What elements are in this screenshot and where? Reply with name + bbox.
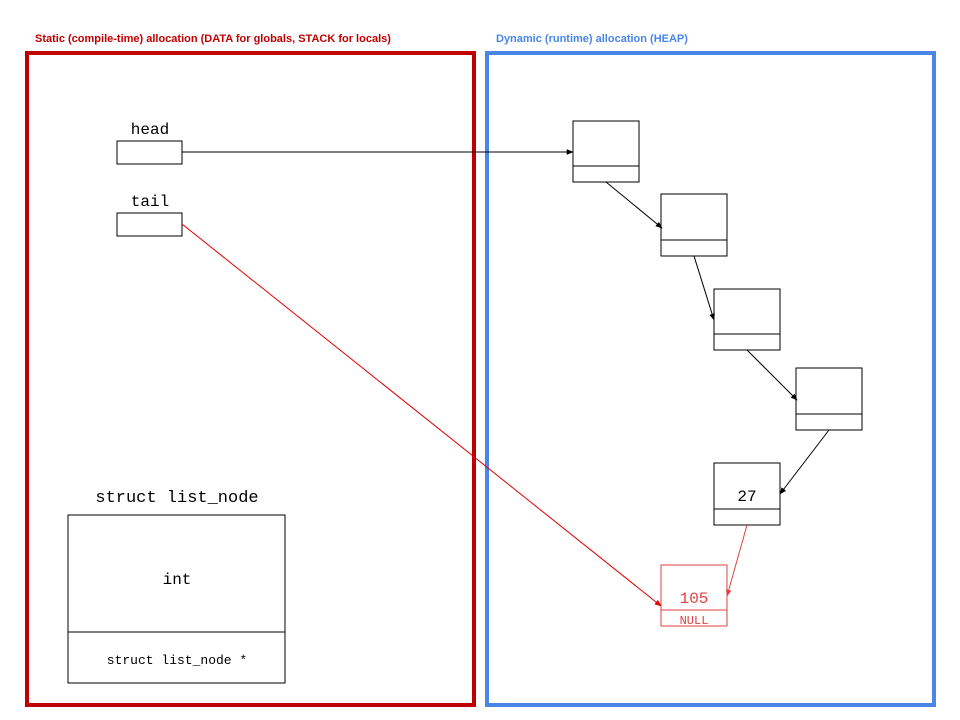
- next-arrow-2-3: [693, 255, 715, 321]
- next-arrow-1-2: [605, 181, 663, 229]
- node-5-value: 27: [737, 488, 756, 506]
- tail-pointer-box: [116, 212, 183, 237]
- list-node-1: [572, 120, 640, 183]
- head-label: head: [131, 121, 169, 139]
- struct-legend-box: [67, 514, 286, 684]
- list-node-6: 105 NULL: [660, 564, 728, 628]
- struct-field-next: struct list_node *: [107, 653, 247, 668]
- tail-arrow: [181, 223, 662, 607]
- static-region-box: [25, 51, 476, 707]
- node-6-next-null: NULL: [680, 614, 709, 628]
- node-6-value: 105: [680, 590, 709, 608]
- heap-region-title: Dynamic (runtime) allocation (HEAP): [496, 33, 688, 45]
- head-pointer-box: [116, 140, 183, 165]
- heap-region-box: [485, 51, 936, 707]
- next-arrow-3-4: [746, 349, 798, 401]
- list-node-4: [795, 367, 863, 431]
- struct-field-value: int: [163, 571, 192, 589]
- static-region-title: Static (compile-time) allocation (DATA f…: [35, 33, 391, 45]
- tail-label: tail: [131, 193, 169, 211]
- next-arrow-5-6: [726, 524, 748, 597]
- list-node-5: 27: [713, 462, 781, 526]
- list-node-3: [713, 288, 781, 351]
- struct-legend-title: struct list_node: [95, 489, 258, 508]
- list-node-2: [660, 193, 728, 257]
- next-arrow-4-5: [779, 429, 830, 495]
